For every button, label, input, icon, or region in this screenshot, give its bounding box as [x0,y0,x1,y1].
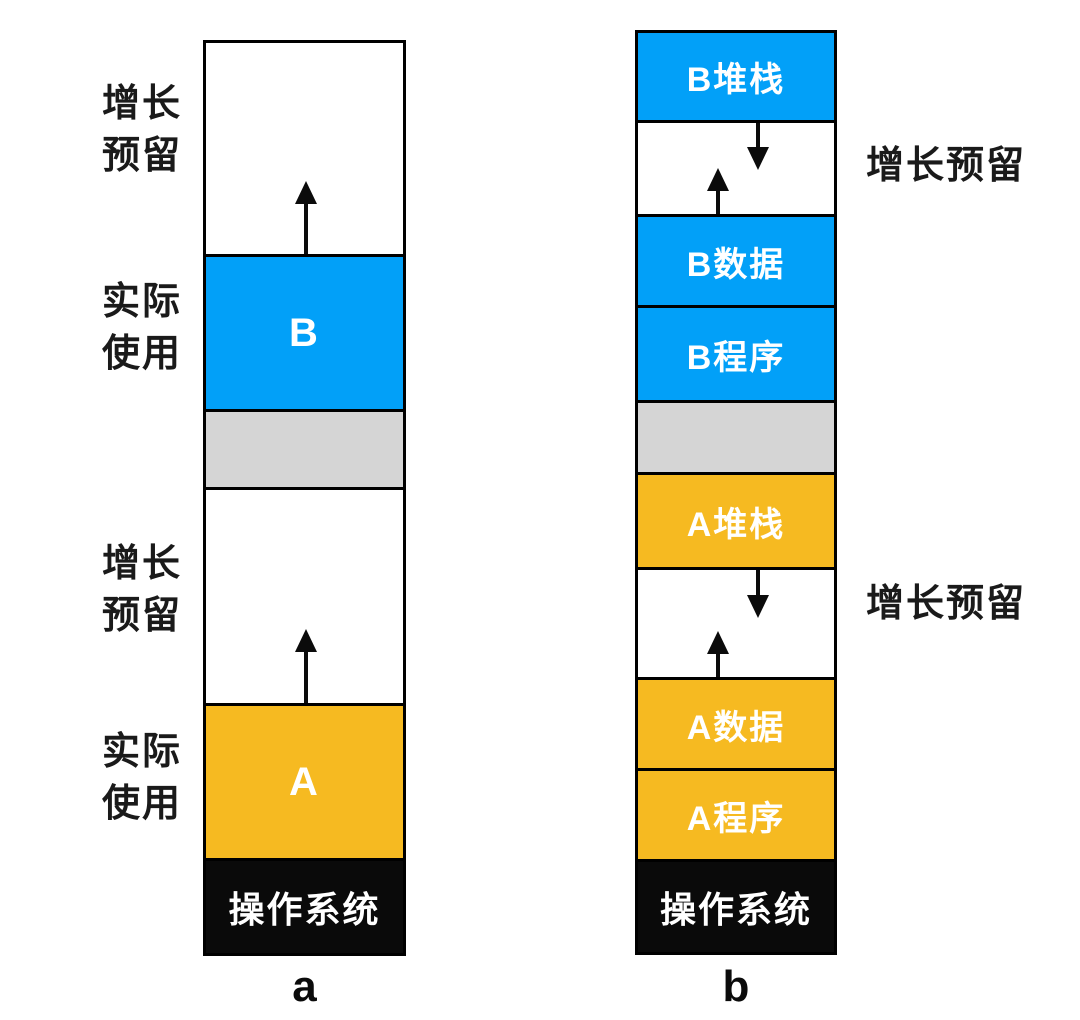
label-actual-use-bottom: 实际 使用 [102,731,183,825]
segment-growth-room-a [206,490,403,706]
segment-label: B程序 [686,338,786,377]
label-growth-reserved-top: 增长 预留 [102,83,183,177]
memory-column-b: B堆栈 B数据 B程序 A堆栈 A数据 [635,30,837,955]
label-actual-use-top: 实际 使用 [102,281,183,375]
segment-growth-gap-a [638,570,834,680]
segment-process-b: B [206,257,403,412]
segment-growth-room-b [206,43,403,257]
segment-label: 操作系统 [228,889,381,930]
segment-label: B数据 [686,245,786,284]
down-arrow-icon [747,570,769,618]
segment-b-stack: B堆栈 [638,33,834,123]
segment-b-program: B程序 [638,308,834,403]
caption-a: a [292,962,317,1011]
segment-os-b: 操作系统 [638,862,834,952]
caption-b: b [722,962,750,1011]
segment-label: B [289,310,320,355]
segment-label: 操作系统 [659,889,812,930]
segment-a-data: A数据 [638,680,834,771]
up-arrow-icon [295,629,317,703]
segment-a-program: A程序 [638,771,834,862]
segment-label: A堆栈 [686,505,786,544]
down-arrow-icon [747,123,769,170]
memory-column-a: B A 操作系统 [203,40,406,956]
segment-os-a: 操作系统 [206,861,403,953]
segment-free-gap [638,403,834,475]
segment-label: A [289,759,320,804]
segment-growth-gap-b [638,123,834,217]
segment-a-stack: A堆栈 [638,475,834,570]
up-arrow-icon [707,168,729,214]
up-arrow-icon [707,631,729,677]
segment-b-data: B数据 [638,217,834,308]
segment-label: A程序 [686,799,786,838]
up-arrow-icon [295,181,317,254]
segment-label: A数据 [686,708,786,747]
segment-label: B堆栈 [686,61,786,99]
segment-process-a: A [206,706,403,861]
label-growth-reserved-b-top: 增长预留 [866,145,1027,187]
label-growth-reserved-bottom: 增长 预留 [102,543,183,637]
segment-free-gap [206,412,403,490]
label-growth-reserved-b-bottom: 增长预留 [866,583,1027,625]
